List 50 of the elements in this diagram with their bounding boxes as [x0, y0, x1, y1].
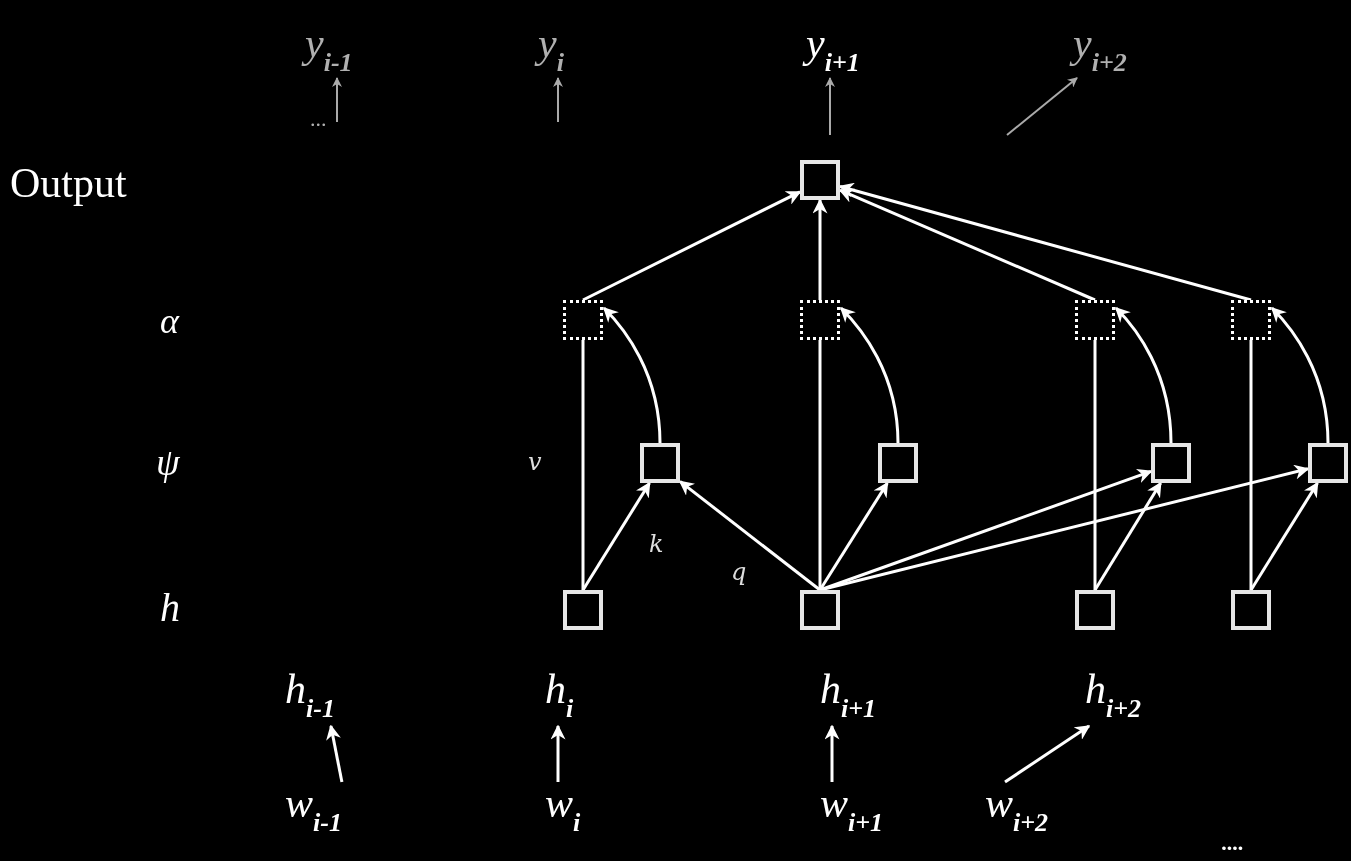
row-label: ψ [156, 443, 180, 481]
arrow [825, 77, 835, 136]
arrow [1249, 481, 1319, 591]
dotted-square-node [1075, 300, 1115, 340]
math-label: w$_{i+2}$ [985, 782, 1049, 836]
math-label: w$_{i-1}$ [285, 782, 342, 836]
arrow [1093, 481, 1162, 591]
math-label: h$_{i}$ [545, 668, 574, 722]
arrow [1006, 77, 1078, 136]
square-node [1075, 590, 1115, 630]
square-node [800, 590, 840, 630]
math-label: h$_{i-1}$ [285, 668, 335, 722]
square-node [640, 443, 680, 483]
connector-line [581, 340, 585, 590]
arrow [553, 77, 563, 123]
arrow [332, 77, 342, 123]
connector-line [1093, 340, 1097, 590]
math-label: w$_{i}$ [545, 782, 581, 836]
dotted-square-node [1231, 300, 1271, 340]
ellipsis: .... [1222, 832, 1244, 854]
arrow [839, 306, 900, 444]
row-label: Output [10, 162, 127, 204]
square-node [563, 590, 603, 630]
arrow [582, 190, 802, 302]
arrow [1114, 306, 1173, 444]
square-node [878, 443, 918, 483]
connector-line [818, 340, 822, 590]
square-node [800, 160, 840, 200]
arrow [550, 724, 566, 782]
ellipsis: ... [310, 108, 327, 130]
arrow [818, 481, 889, 591]
row-label: h [160, 588, 180, 628]
arrow [1270, 306, 1330, 444]
square-node [1231, 590, 1271, 630]
math-label: w$_{i+1}$ [820, 782, 884, 836]
connector-line [1249, 340, 1253, 590]
arrow [812, 198, 828, 300]
square-node [1151, 443, 1191, 483]
dotted-square-node [800, 300, 840, 340]
arrow [824, 724, 840, 782]
math-label: h$_{i+1}$ [820, 668, 877, 722]
arrow [326, 724, 344, 783]
square-node [1308, 443, 1348, 483]
math-label: h$_{i+2}$ [1085, 668, 1142, 722]
dotted-square-node [563, 300, 603, 340]
arrow [581, 481, 651, 591]
arrow [1004, 724, 1091, 784]
arrow [678, 480, 821, 592]
arrow [602, 306, 662, 444]
row-label: α [160, 303, 179, 339]
